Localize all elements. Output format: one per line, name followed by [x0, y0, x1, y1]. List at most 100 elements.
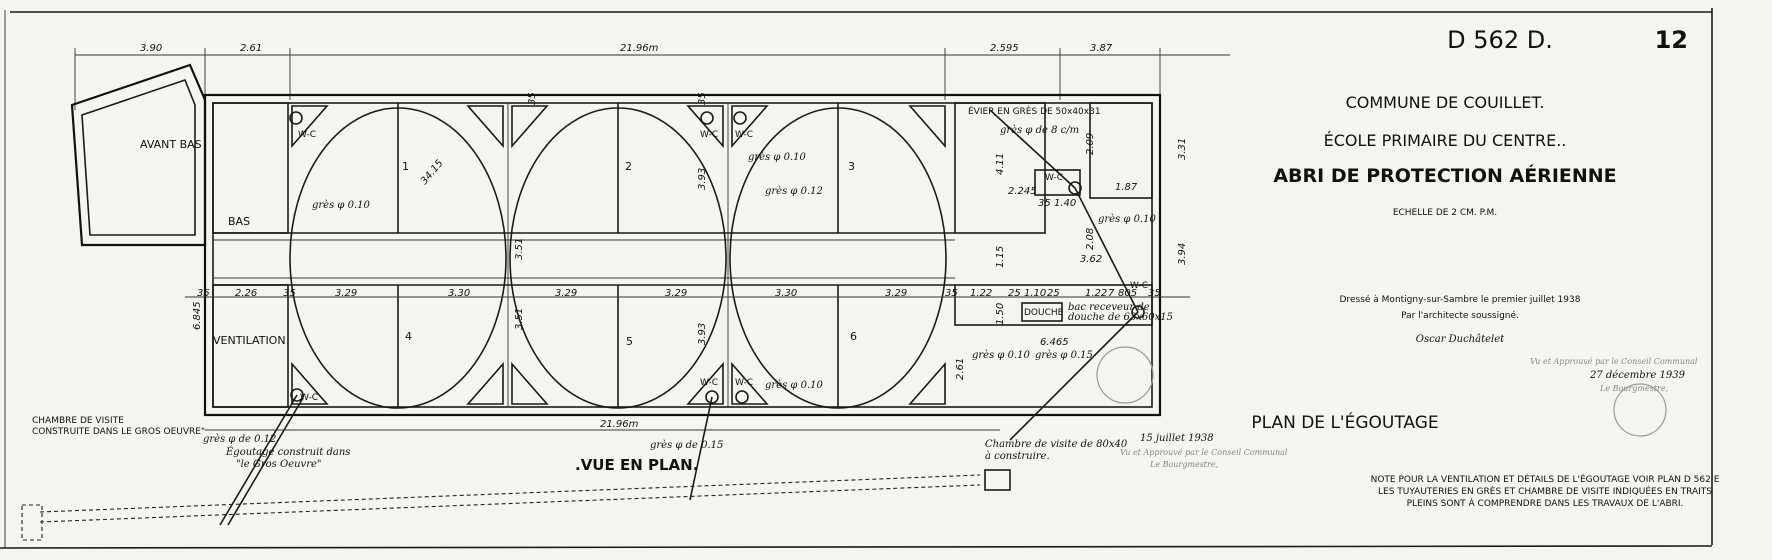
note-line-2: LES TUYAUTERIES EN GRÈS ET CHAMBRE DE VI… [1378, 485, 1712, 497]
room-number-3: 3 [848, 160, 855, 173]
view-title: .VUE EN PLAN. [575, 456, 698, 474]
drawing-reference: D 562 D. [1447, 26, 1553, 54]
dim-v-12: 2.61 [955, 358, 966, 380]
dim-v-2: 3.93 [697, 168, 708, 190]
gres-010-c: grès φ 0.10 [765, 380, 823, 391]
title-block: D 562 D. 12 COMMUNE DE COUILLET. ÉCOLE P… [1251, 26, 1719, 509]
top-dimension-line: 3.90 2.61 21.96m 2.595 3.87 [74, 43, 1230, 110]
architect-line: Par l'architecte soussigné. [1401, 310, 1519, 321]
dim-top-3: 21.96m [620, 43, 659, 54]
note-line-1: NOTE POUR LA VENTILATION ET DÉTAILS DE L… [1371, 473, 1720, 485]
dim-row-8: 3.29 [885, 288, 907, 299]
dim-v-7: 1.50 [995, 303, 1006, 325]
bac-receveur-line1: bac receveur de [1068, 302, 1150, 313]
title-project: ABRI DE PROTECTION AÉRIENNE [1273, 164, 1616, 187]
evier-label: ÉVIER EN GRÈS DE 50x40x31 [968, 105, 1101, 117]
dim-misc-1: 35 [1038, 198, 1051, 209]
room-number-2: 2 [625, 160, 632, 173]
dim-row-7: 3.30 [775, 288, 797, 299]
dim-top-1: 3.90 [140, 43, 162, 54]
approval-1-role: Le Bourgmestre, [1149, 460, 1218, 469]
dim-row-12: 1.10 [1024, 288, 1046, 299]
gres-010-b: grès φ 0.10 [748, 152, 806, 163]
note-line-3: PLEINS SONT À COMPRENDRE DANS LES TRAVAU… [1407, 497, 1684, 509]
drawn-at-line: Dressé à Montigny-sur-Sambre le premier … [1340, 294, 1581, 305]
dim-misc-3: 3.62 [1080, 254, 1102, 265]
dim-row-3: 3.29 [335, 288, 357, 299]
room-number-4: 4 [405, 330, 412, 343]
dim-bottom-total: 21.96m [600, 419, 639, 430]
dim-v-9: 2.08 [1085, 228, 1096, 250]
dim-row-6: 3.29 [665, 288, 687, 299]
label-wc-2: W-C [700, 130, 718, 140]
drain-pipes [21, 109, 1139, 541]
approval-stamp-2: Vu et Approuvé par le Conseil Communal 2… [1530, 357, 1698, 437]
dim-misc-8: 35 [697, 92, 708, 105]
plan-dimensions: 35 2.26 35 3.29 3.30 3.29 3.29 3.30 3.29… [185, 92, 1190, 431]
gres-010-a: grès φ 0.10 [312, 200, 370, 211]
gres-010-e: grès φ 0.10 [1098, 214, 1156, 225]
dim-row-17: 35 [1148, 288, 1161, 299]
label-douche: DOUCHE [1024, 308, 1064, 318]
dim-row-5: 3.29 [555, 288, 577, 299]
dim-v-10: 3.31 [1177, 138, 1188, 160]
dim-misc-7: 35 [527, 92, 538, 105]
approval-1-text: Vu et Approuvé par le Conseil Communal [1120, 448, 1288, 457]
label-ventilation: VENTILATION [213, 334, 286, 347]
approval-2-date: 27 décembre 1939 [1589, 370, 1686, 381]
gres-012-label: grès φ de 0.12 [203, 434, 276, 445]
label-wc-4: W-C [300, 393, 318, 403]
room-number-5: 5 [626, 335, 633, 348]
chambre-80-line2: à construire. [985, 451, 1050, 462]
gres-010-d: grès φ 0.10 [972, 350, 1030, 361]
label-bas: BAS [228, 215, 250, 228]
plan-title: PLAN DE L'ÉGOUTAGE [1251, 411, 1438, 433]
title-commune: COMMUNE DE COUILLET. [1346, 93, 1545, 112]
chambre-visite-line1: CHAMBRE DE VISITE [32, 416, 124, 426]
dim-row-4: 3.30 [448, 288, 470, 299]
title-scale: ECHELLE DE 2 CM. P.M. [1393, 208, 1497, 218]
label-wc-1: W-C [298, 130, 316, 140]
title-school: ÉCOLE PRIMAIRE DU CENTRE.. [1324, 131, 1567, 150]
dim-v-4: 3.51 [514, 308, 525, 330]
architect-signature: Oscar Duchâtelet [1416, 334, 1505, 345]
approval-2-text: Vu et Approuvé par le Conseil Communal [1530, 357, 1698, 366]
dim-v-0: 6.845 [192, 301, 203, 330]
label-wc-5: W-C [700, 378, 718, 388]
approval-stamp-1: 15 juillet 1938 Vu et Approuvé par le Co… [1096, 346, 1288, 469]
label-wc-7: W-C [1045, 173, 1063, 183]
dim-v-3: 3.93 [697, 323, 708, 345]
approval-2-role: Le Bourgmestre, [1599, 384, 1668, 393]
dim-v-6: 1.15 [995, 246, 1006, 268]
dim-row-2: 35 [283, 288, 296, 299]
label-avant-bas: AVANT BAS [140, 138, 202, 151]
label-wc-3: W-C [735, 130, 753, 140]
border-bottom [0, 545, 1713, 549]
egoutage-line2: "le Gros Oeuvre" [236, 459, 322, 470]
chambre-80-line1: Chambre de visite de 80x40 [985, 439, 1128, 450]
dim-row-10: 1.22 [970, 288, 992, 299]
dim-row-1: 2.26 [235, 288, 257, 299]
dim-misc-2: 1.40 [1054, 198, 1076, 209]
dim-v-11: 3.94 [1177, 243, 1188, 265]
dim-v-8: 2.09 [1085, 133, 1096, 155]
label-wc-6: W-C [735, 378, 753, 388]
approval-1-date: 15 juillet 1938 [1140, 433, 1214, 444]
dim-top-4: 2.595 [990, 43, 1019, 54]
dim-row-9: 35 [945, 288, 958, 299]
room-number-1: 1 [402, 160, 409, 173]
egoutage-line1: Égoutage construit dans [225, 446, 350, 458]
pipe-annotations: grès φ 0.10 grès φ 0.10 grès φ 0.12 grès… [32, 152, 1156, 470]
gres-015-c: grès φ 0.15 [1035, 350, 1093, 361]
dim-row-11: 25 [1008, 288, 1021, 299]
gres-015-label: grès φ de 0.15 [650, 440, 723, 451]
dim-top-5: 3.87 [1090, 43, 1113, 54]
dim-row-16: 805 [1118, 288, 1137, 299]
dim-v-1: 3.51 [514, 238, 525, 260]
dim-row-13: 25 [1047, 288, 1060, 299]
room-number-6: 6 [850, 330, 857, 343]
gres-8-label: grès φ de 8 c/m [1000, 125, 1079, 136]
sheet-number: 12 [1655, 26, 1688, 54]
label-wc-8: W-C [1130, 281, 1148, 291]
